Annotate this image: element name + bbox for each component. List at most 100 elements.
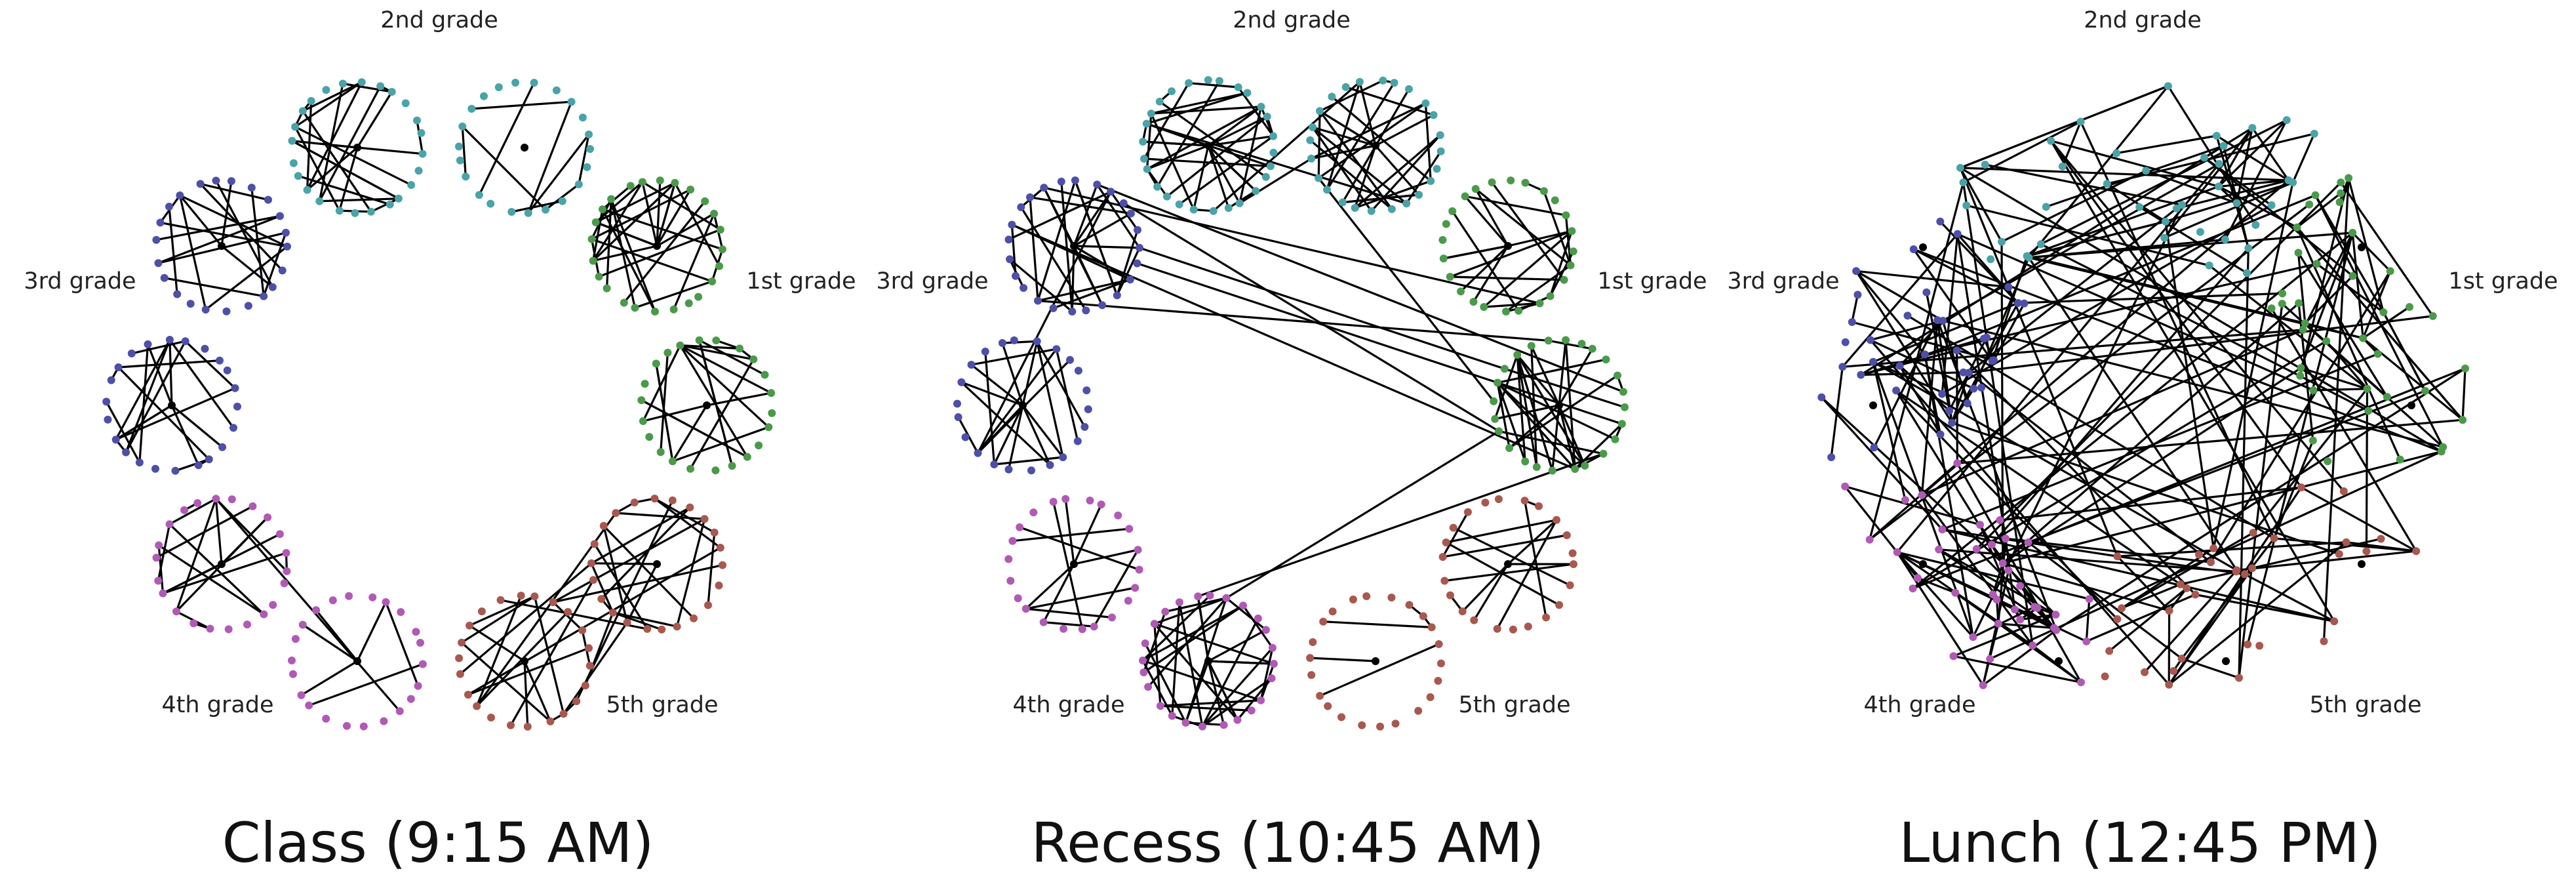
student-node xyxy=(248,502,257,510)
student-node xyxy=(1049,304,1058,312)
student-node xyxy=(223,366,231,375)
contact-edge xyxy=(533,596,565,714)
student-node xyxy=(1446,591,1454,599)
student-node xyxy=(530,79,538,87)
contact-edge xyxy=(302,624,358,662)
contact-edge xyxy=(2218,186,2238,204)
student-node xyxy=(578,113,587,122)
contact-edge xyxy=(2235,127,2253,203)
student-node xyxy=(511,79,520,87)
student-node xyxy=(315,197,324,205)
student-node xyxy=(1316,691,1324,700)
student-node xyxy=(585,644,593,653)
contact-edge xyxy=(1073,504,1103,565)
student-node xyxy=(1309,638,1317,646)
contact-edge xyxy=(1483,230,1573,308)
student-node xyxy=(1168,87,1176,96)
student-node xyxy=(2200,153,2209,162)
student-node xyxy=(2101,672,2109,681)
recess-label-1st-grade: 1st grade xyxy=(1597,268,1707,294)
contact-edge xyxy=(656,182,676,247)
student-node xyxy=(1141,639,1149,647)
student-node xyxy=(1306,136,1315,144)
student-node xyxy=(1935,545,1943,554)
contact-edge xyxy=(1496,382,1576,470)
student-node xyxy=(206,624,214,633)
student-node xyxy=(1599,449,1608,458)
student-node xyxy=(1224,204,1233,213)
student-node xyxy=(1008,220,1016,229)
student-node xyxy=(1490,397,1498,405)
contact-edge xyxy=(184,340,236,389)
student-node xyxy=(671,178,679,187)
student-node xyxy=(229,424,237,432)
contact-edge xyxy=(2168,567,2253,685)
contact-edge xyxy=(591,238,713,283)
student-node xyxy=(2293,223,2301,232)
student-node xyxy=(2339,487,2348,495)
contact-edge xyxy=(1450,230,1572,278)
student-node xyxy=(165,203,173,211)
student-node xyxy=(1994,619,2002,628)
contact-edge xyxy=(1912,249,1994,362)
contact-edge xyxy=(1936,319,1953,423)
contact-edge xyxy=(1921,179,2289,496)
student-node xyxy=(1379,76,1387,85)
contact-edge xyxy=(641,182,658,247)
contact-edge xyxy=(970,363,1023,407)
student-node xyxy=(467,104,476,113)
panel-recess: 2nd grade 3rd grade 1st grade 4th grade … xyxy=(876,7,1707,873)
student-node xyxy=(406,695,415,703)
student-node xyxy=(1449,523,1457,532)
contact-edge xyxy=(157,545,165,594)
contact-edge xyxy=(1009,258,1073,313)
student-node xyxy=(107,376,115,384)
student-node xyxy=(1959,178,1968,187)
teacher-node xyxy=(1204,657,1212,665)
contact-edge xyxy=(1873,361,1968,405)
student-node xyxy=(1328,607,1337,616)
student-node xyxy=(165,520,174,529)
contact-edge xyxy=(612,611,677,628)
contact-edge xyxy=(1354,145,1377,209)
contact-edge xyxy=(655,363,674,462)
student-node xyxy=(1198,722,1206,731)
student-node xyxy=(1026,193,1034,201)
contact-edge xyxy=(2027,390,2426,544)
student-node xyxy=(652,359,660,368)
teacher-node xyxy=(2055,657,2063,665)
student-node xyxy=(122,448,130,457)
teacher-node xyxy=(1869,401,1877,409)
student-node xyxy=(412,628,420,636)
student-node xyxy=(1039,618,1048,626)
student-node xyxy=(1020,284,1028,292)
student-node xyxy=(1098,301,1107,310)
student-node xyxy=(1139,138,1147,146)
student-node xyxy=(2251,220,2260,229)
student-node xyxy=(1952,346,1961,355)
contact-edge xyxy=(1142,659,1261,702)
contact-edge xyxy=(1151,92,1248,115)
contact-edge xyxy=(2301,486,2417,552)
student-node xyxy=(283,242,291,251)
student-node xyxy=(2386,267,2394,275)
student-node xyxy=(2051,611,2060,619)
student-node xyxy=(2412,547,2421,556)
student-node xyxy=(386,200,394,209)
contact-edge xyxy=(977,404,1024,454)
student-node xyxy=(2320,637,2328,645)
student-node xyxy=(1367,207,1376,215)
student-node xyxy=(173,290,182,298)
student-node xyxy=(1080,422,1089,431)
contact-edge xyxy=(168,339,173,406)
student-node xyxy=(1008,537,1017,545)
contact-edge xyxy=(676,518,706,627)
contact-edge xyxy=(302,81,363,112)
student-node xyxy=(1588,344,1596,353)
recess-label-4th-grade: 4th grade xyxy=(1012,692,1124,718)
student-node xyxy=(1841,338,1850,346)
lunch-label-1st-grade: 1st grade xyxy=(2448,268,2558,294)
student-node xyxy=(1004,235,1013,244)
student-node xyxy=(2014,299,2022,307)
contact-edge xyxy=(2297,252,2388,397)
